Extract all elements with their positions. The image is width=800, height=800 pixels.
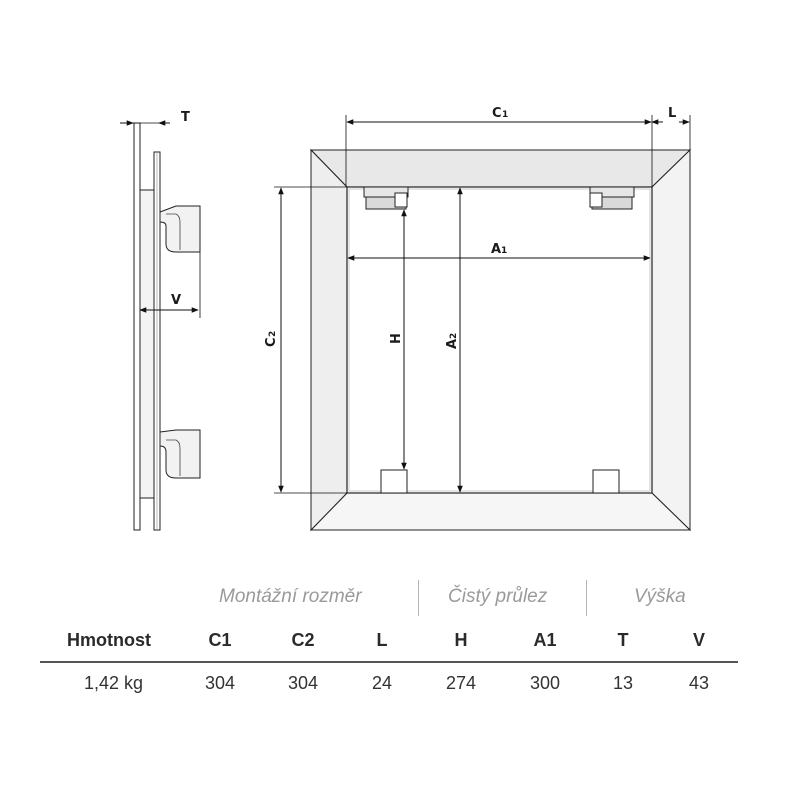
cell-c2: 304	[287, 673, 319, 693]
cell-h: 274	[445, 673, 477, 693]
group-header-clear-opening: Čistý průlez	[448, 586, 548, 607]
column-header-h: H	[454, 630, 468, 650]
column-header-v: V	[692, 630, 705, 650]
label-C1: C	[492, 106, 502, 121]
cell-a1: 300	[529, 673, 561, 693]
cell-v: 43	[688, 673, 710, 693]
label-V: V	[171, 293, 181, 308]
dimension-A1: A 1	[347, 242, 651, 261]
dimension-V: V	[139, 252, 201, 318]
column-header-t: T	[617, 630, 629, 650]
cell-c1: 304	[204, 673, 236, 693]
column-header-c2: C2	[291, 630, 315, 650]
group-header-height: Výška	[634, 586, 686, 607]
side-latch-bottom	[159, 429, 201, 479]
side-view: T V	[120, 110, 201, 531]
dimension-L: L	[651, 106, 691, 150]
dimension-C1: C 1	[345, 106, 653, 187]
column-header-a1: A1	[533, 630, 557, 650]
label-A2: A	[445, 339, 460, 349]
column-header-weight: Hmotnost	[67, 630, 151, 650]
label-H: H	[389, 333, 404, 344]
dimension-A2: A 2	[445, 187, 463, 493]
label-C1-sub: 1	[502, 110, 508, 120]
front-latch-top-right	[589, 186, 635, 210]
group-separator	[586, 580, 587, 616]
column-header-c1: C1	[208, 630, 232, 650]
label-A1-sub: 1	[501, 246, 507, 256]
dimension-T: T	[120, 110, 190, 126]
side-latch-top	[159, 205, 201, 253]
label-A1: A	[491, 242, 501, 257]
group-separator	[418, 580, 419, 616]
label-A2-sub: 2	[449, 333, 459, 339]
cell-t: 13	[612, 673, 634, 693]
front-tab-bottom-left	[380, 469, 408, 494]
label-T: T	[181, 110, 190, 125]
front-latch-top-left	[363, 186, 409, 210]
group-header-mounting: Montážní rozměr	[219, 586, 362, 607]
cell-l: 24	[371, 673, 393, 693]
label-L: L	[668, 106, 676, 121]
label-C2-sub: 2	[268, 331, 278, 337]
column-header-l: L	[376, 630, 388, 650]
table-header-rule	[40, 661, 738, 663]
label-C2: C	[264, 337, 279, 347]
dimension-H: H	[389, 209, 407, 470]
technical-drawing: T V	[120, 106, 692, 532]
cell-weight: 1,42 kg	[84, 673, 144, 693]
front-view: C 1 L A 1 C 2 H	[264, 106, 692, 532]
dimension-C2: C 2	[264, 186, 347, 494]
front-tab-bottom-right	[592, 469, 620, 494]
